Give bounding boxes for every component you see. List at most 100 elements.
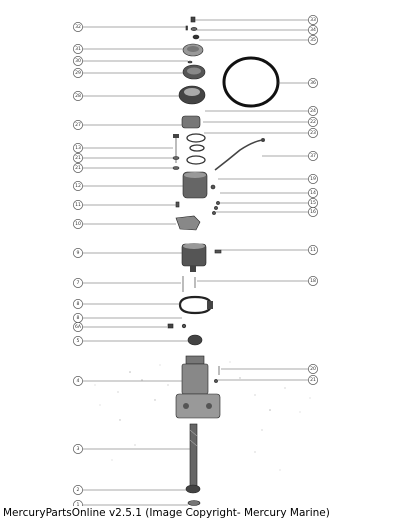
callout-right-14-9: 14 xyxy=(308,188,318,198)
callout-left-5-17-label: 5 xyxy=(77,338,80,344)
callout-left-9-12: 9 xyxy=(73,248,83,258)
callout-left-13-6-label: 13 xyxy=(75,145,81,151)
part-pin-32 xyxy=(185,25,188,31)
callout-left-3-19: 3 xyxy=(73,444,83,454)
callout-left-29-3: 29 xyxy=(73,68,83,78)
callout-right-34-1-circle xyxy=(308,25,318,35)
callout-left-11-10-label: 11 xyxy=(75,202,81,208)
callout-right-33-0: 33 xyxy=(308,15,318,25)
callout-left-12-9-circle xyxy=(73,181,83,191)
callout-right-11-12-label: 11 xyxy=(310,247,316,253)
callout-left-4-18-circle xyxy=(73,376,83,386)
callout-right-37-7-label: 37 xyxy=(310,153,316,159)
part-clamp-8-latch xyxy=(207,301,213,309)
part-gearcase-11-top xyxy=(183,243,205,249)
callout-right-18-13-label: 18 xyxy=(310,278,316,284)
callout-left-6A-16: 6A xyxy=(73,322,83,332)
callout-left-11-10-circle xyxy=(73,200,83,210)
callout-right-20-14: 20 xyxy=(308,364,318,374)
callout-left-12-9: 12 xyxy=(73,181,83,191)
part-clamp-8 xyxy=(178,295,213,315)
part-washer-34 xyxy=(190,27,198,31)
part-body-10-top xyxy=(184,172,206,178)
part-screw-16 xyxy=(212,211,216,215)
callout-left-29-3-label: 29 xyxy=(75,70,81,76)
callout-right-36-3: 36 xyxy=(308,78,318,88)
callout-right-33-0-circle xyxy=(308,15,318,25)
callout-right-19-8: 19 xyxy=(308,174,318,184)
callout-right-14-9-label: 14 xyxy=(310,190,316,196)
callout-right-19-8-label: 19 xyxy=(310,176,316,182)
part-ring-22 xyxy=(189,144,205,152)
callout-left-10-11-label: 10 xyxy=(75,221,81,227)
callout-right-35-2: 35 xyxy=(308,35,318,45)
part-washer-21c xyxy=(214,379,218,383)
part-plate-31-hub xyxy=(187,46,199,52)
part-washer-15 xyxy=(214,206,218,210)
part-bearing-27 xyxy=(181,115,201,129)
callout-left-6A-16-circle xyxy=(73,322,83,332)
callout-right-36-3-label: 36 xyxy=(310,80,316,86)
callout-left-8-14-circle xyxy=(73,299,83,309)
callout-left-7-13-label: 7 xyxy=(77,280,80,286)
callout-right-21-15: 21 xyxy=(308,375,318,385)
callout-left-10-11: 10 xyxy=(73,219,83,229)
part-housing-4-port-a xyxy=(183,403,189,409)
callout-right-22-5-label: 22 xyxy=(310,119,316,125)
callout-left-21-7: 21 xyxy=(73,153,83,163)
callout-left-27-5-label: 27 xyxy=(75,122,81,128)
callout-right-21-15-circle xyxy=(308,375,318,385)
callout-right-11-12-circle xyxy=(308,245,318,255)
callout-left-2-20-label: 2 xyxy=(77,487,80,493)
part-housing-28-top xyxy=(184,88,200,96)
callout-right-16-11: 16 xyxy=(308,207,318,217)
callout-left-21-8: 21 xyxy=(73,163,83,173)
part-nut-6 xyxy=(181,323,187,329)
callout-right-37-7: 37 xyxy=(308,151,318,161)
callout-right-16-11-circle xyxy=(308,207,318,217)
callout-right-15-10-label: 15 xyxy=(310,200,316,206)
callout-right-23-6-circle xyxy=(308,128,318,138)
callout-right-36-3-circle xyxy=(308,78,318,88)
callout-left-9-12-circle xyxy=(73,248,83,258)
part-housing-4-upper xyxy=(181,363,209,395)
part-item-6a xyxy=(167,323,174,329)
part-housing-4-neck xyxy=(185,355,205,365)
part-bracket-7 xyxy=(175,215,201,231)
part-nut-2 xyxy=(185,484,201,494)
callout-left-5-17: 5 xyxy=(73,336,83,346)
callout-right-33-0-label: 33 xyxy=(310,17,316,23)
part-housing-4-base xyxy=(175,393,221,419)
callout-left-4-18-label: 4 xyxy=(77,378,80,384)
callout-right-16-11-label: 16 xyxy=(310,209,316,215)
callout-right-18-13: 18 xyxy=(308,276,318,286)
part-pin-9 xyxy=(175,201,180,208)
callout-right-35-2-label: 35 xyxy=(310,37,316,43)
callout-right-37-7-circle xyxy=(308,151,318,161)
callout-left-2-20: 2 xyxy=(73,485,83,495)
part-ring-24 xyxy=(186,133,206,143)
callout-left-29-3-circle xyxy=(73,68,83,78)
callout-left-32-0-label: 32 xyxy=(75,24,81,30)
callout-left-7-13-circle xyxy=(73,278,83,288)
part-tube-37 xyxy=(214,139,263,171)
callout-right-14-9-circle xyxy=(308,188,318,198)
callout-right-11-12: 11 xyxy=(308,245,318,255)
part-gearcase-11-stem xyxy=(190,266,196,272)
callout-left-5-17-circle xyxy=(73,336,83,346)
scan-noise xyxy=(94,361,311,471)
callout-left-8-14: 8 xyxy=(73,299,83,309)
callout-right-24-4-label: 24 xyxy=(310,108,316,114)
callout-left-32-0: 32 xyxy=(73,22,83,32)
callout-right-15-10: 15 xyxy=(308,198,318,208)
callout-right-24-4-circle xyxy=(308,106,318,116)
callout-left-28-4-circle xyxy=(73,91,83,101)
callout-left-8-14-label: 8 xyxy=(77,301,80,307)
callout-left-21-8-circle xyxy=(73,163,83,173)
callout-left-1-21-label: 1 xyxy=(77,502,80,506)
callout-right-19-8-circle xyxy=(308,174,318,184)
part-fitting-19 xyxy=(210,184,216,190)
callout-left-27-5-circle xyxy=(73,120,83,130)
